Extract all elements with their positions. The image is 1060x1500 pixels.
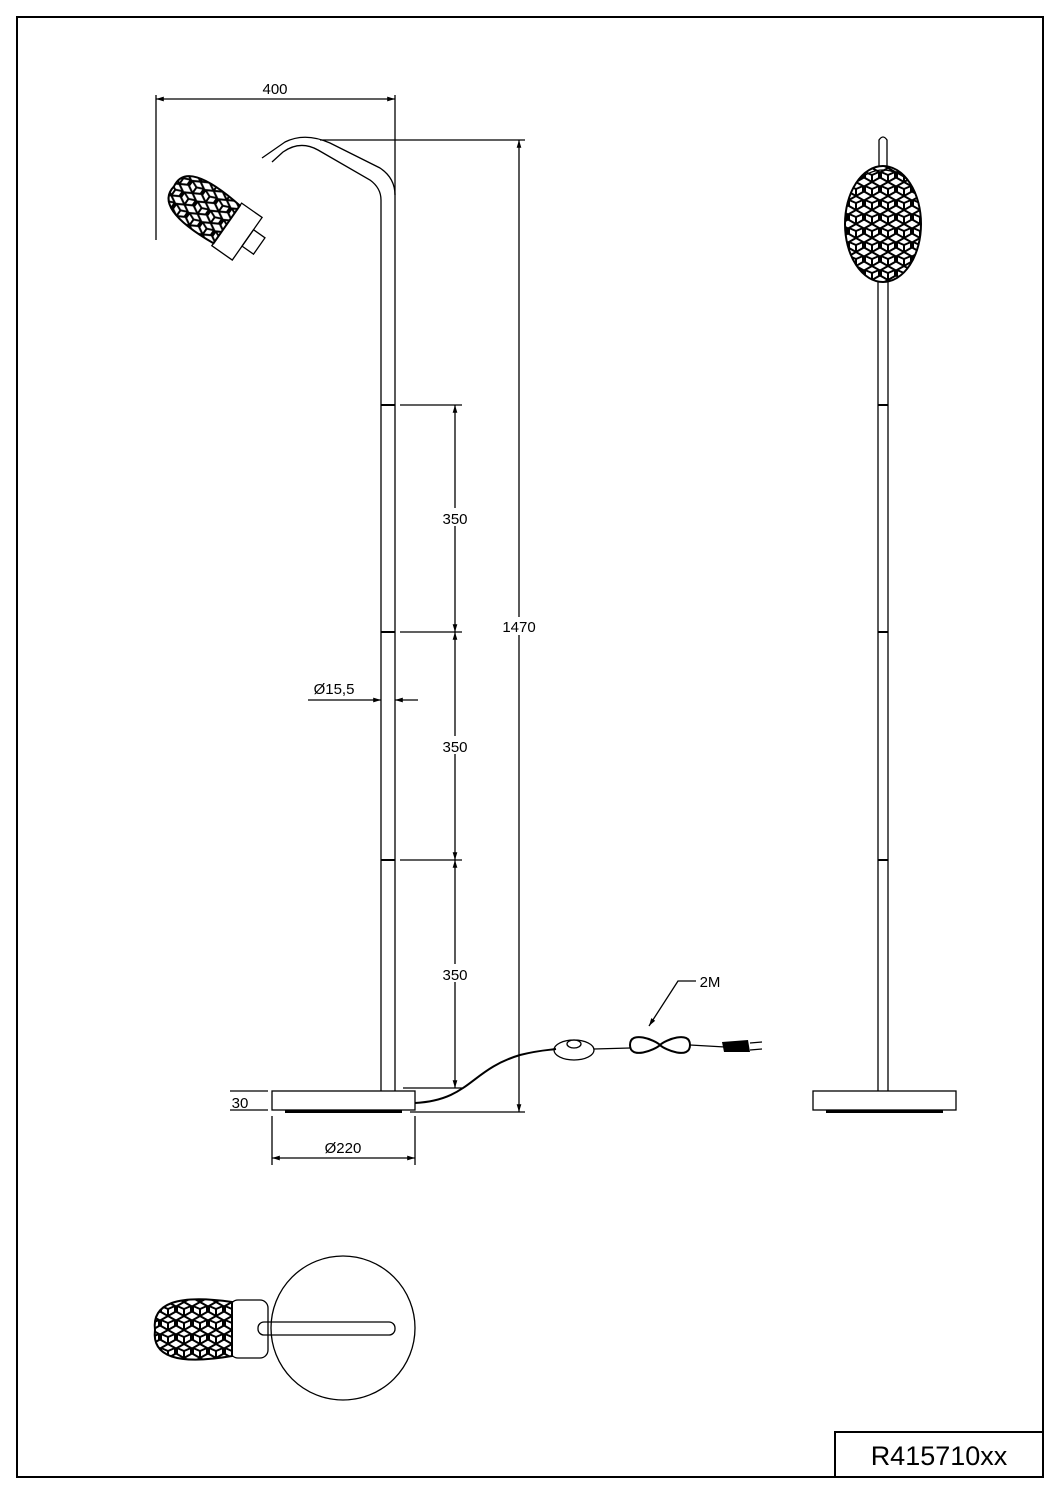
dimension-base-diameter: Ø220 bbox=[271, 1116, 416, 1165]
power-cord bbox=[414, 1048, 557, 1104]
drawing-frame bbox=[16, 16, 1044, 1478]
dimension-total-height: 1470 bbox=[320, 139, 540, 1113]
svg-text:30: 30 bbox=[232, 1095, 249, 1112]
dimension-base-height: 30 bbox=[230, 1090, 268, 1112]
dimension-tube-diameter: Ø15,5 bbox=[308, 681, 418, 703]
svg-text:Ø15,5: Ø15,5 bbox=[314, 681, 355, 698]
model-number: R415710xx bbox=[871, 1441, 1008, 1471]
dimension-cable-length: 2M bbox=[648, 974, 721, 1027]
plug bbox=[722, 1040, 750, 1052]
svg-text:350: 350 bbox=[442, 511, 467, 528]
side-view bbox=[167, 136, 763, 1113]
svg-text:2M: 2M bbox=[700, 974, 721, 991]
pole-right-edge bbox=[261, 136, 396, 1091]
dimension-arm-reach: 400 bbox=[155, 81, 396, 240]
svg-text:350: 350 bbox=[442, 967, 467, 984]
svg-text:1470: 1470 bbox=[502, 619, 535, 636]
title-block: R415710xx bbox=[834, 1431, 1044, 1478]
svg-text:Ø220: Ø220 bbox=[325, 1140, 362, 1157]
dimension-segments: 350 350 350 bbox=[400, 404, 474, 1089]
svg-text:400: 400 bbox=[262, 81, 287, 98]
coiled-cable bbox=[628, 1036, 692, 1054]
base bbox=[271, 1090, 416, 1111]
front-view bbox=[812, 136, 957, 1113]
pole-left-edge bbox=[271, 144, 382, 1091]
top-view bbox=[153, 1255, 416, 1401]
foot-switch bbox=[553, 1039, 595, 1061]
svg-text:350: 350 bbox=[442, 739, 467, 756]
lamp-shade bbox=[167, 175, 266, 261]
